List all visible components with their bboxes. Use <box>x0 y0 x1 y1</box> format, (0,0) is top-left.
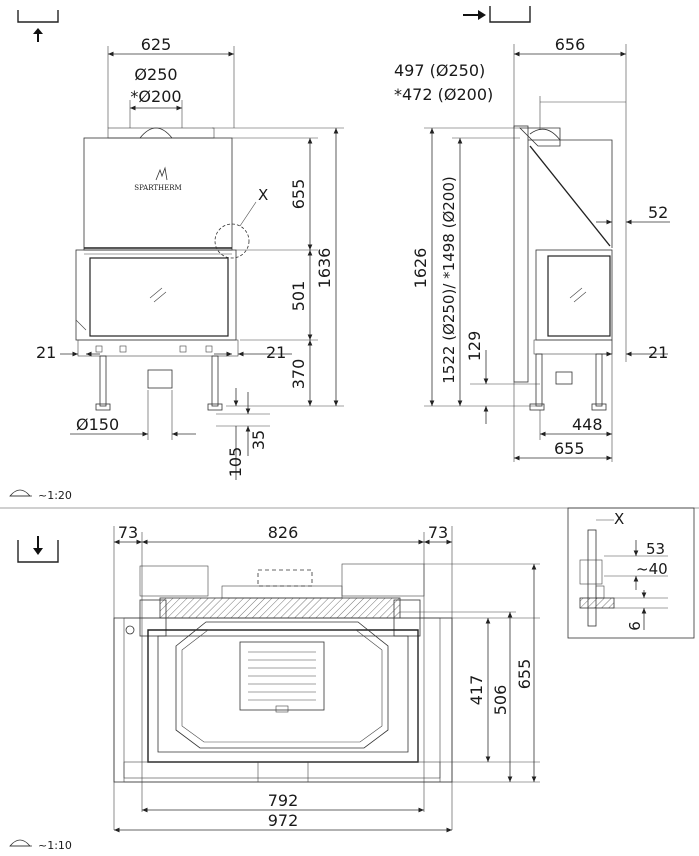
front-marker-x: X <box>258 186 268 204</box>
side-width-656: 656 <box>555 35 586 54</box>
side-depth-21: 21 <box>648 343 668 362</box>
front-left-21: 21 <box>36 343 56 362</box>
side-depth-448: 448 <box>572 415 603 434</box>
front-view-icon <box>17 10 59 42</box>
top-height-506: 506 <box>491 685 510 716</box>
side-flue-497: 497 (Ø250) <box>394 61 485 80</box>
top-width-73-left: 73 <box>118 523 138 542</box>
scale-ruler-icon <box>9 839 32 847</box>
detail-dim-40: ~40 <box>636 560 668 578</box>
top-view-icon <box>17 536 59 563</box>
detail-dim-6: 6 <box>626 621 644 631</box>
front-view: SPARTHERM <box>60 46 344 480</box>
top-height-655: 655 <box>515 659 534 690</box>
side-height-129: 129 <box>465 331 484 362</box>
front-height-35: 35 <box>249 430 268 450</box>
side-height-1626: 1626 <box>411 248 430 289</box>
top-scale: ~1:10 <box>38 839 72 852</box>
top-width-972: 972 <box>268 811 299 830</box>
front-height-501: 501 <box>289 281 308 312</box>
top-width-826: 826 <box>268 523 299 542</box>
front-height-655: 655 <box>289 179 308 210</box>
detail-dim-53: 53 <box>646 540 665 558</box>
side-view-icon <box>463 6 531 23</box>
front-flue-200: *Ø200 <box>130 87 181 106</box>
brand-logo: SPARTHERM <box>134 184 181 192</box>
front-height-105: 105 <box>226 447 245 478</box>
side-flue-472: *472 (Ø200) <box>394 85 493 104</box>
front-outlet-150: Ø150 <box>76 415 119 434</box>
top-width-73-right: 73 <box>428 523 448 542</box>
side-view <box>424 44 670 462</box>
front-flue-250: Ø250 <box>134 65 177 84</box>
scale-ruler-icon <box>9 489 32 497</box>
top-width-792: 792 <box>268 791 299 810</box>
front-height-370: 370 <box>289 359 308 390</box>
side-height-1522: 1522 (Ø250)/ *1498 (Ø200) <box>440 176 458 384</box>
side-depth-655: 655 <box>554 439 585 458</box>
detail-marker-x: X <box>614 510 624 528</box>
side-depth-52: 52 <box>648 203 668 222</box>
detail-x <box>567 507 695 639</box>
top-view <box>113 526 540 833</box>
front-right-21: 21 <box>266 343 286 362</box>
top-height-417: 417 <box>467 675 486 706</box>
front-height-1636: 1636 <box>315 248 334 289</box>
front-width-625: 625 <box>141 35 172 54</box>
front-scale: ~1:20 <box>38 489 72 502</box>
